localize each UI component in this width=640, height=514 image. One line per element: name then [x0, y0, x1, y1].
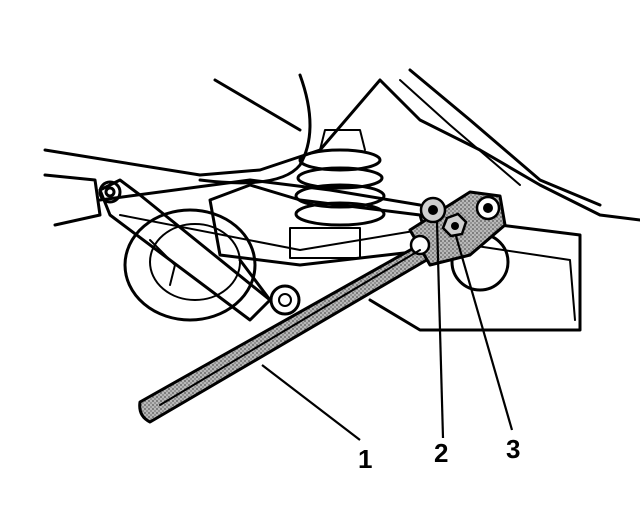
callout-label-2: 2 [434, 438, 448, 468]
leader-line-2 [435, 221, 445, 439]
callout-label-3: 3 [506, 434, 520, 464]
vehicle-frame [43, 68, 640, 332]
bolt [419, 196, 447, 224]
callout-label-1: 1 [358, 444, 372, 474]
coil-spring [294, 129, 386, 227]
leader-line-1 [261, 364, 361, 441]
leader-line-3 [454, 235, 514, 431]
leader-lines [261, 221, 514, 441]
nut [441, 212, 468, 238]
